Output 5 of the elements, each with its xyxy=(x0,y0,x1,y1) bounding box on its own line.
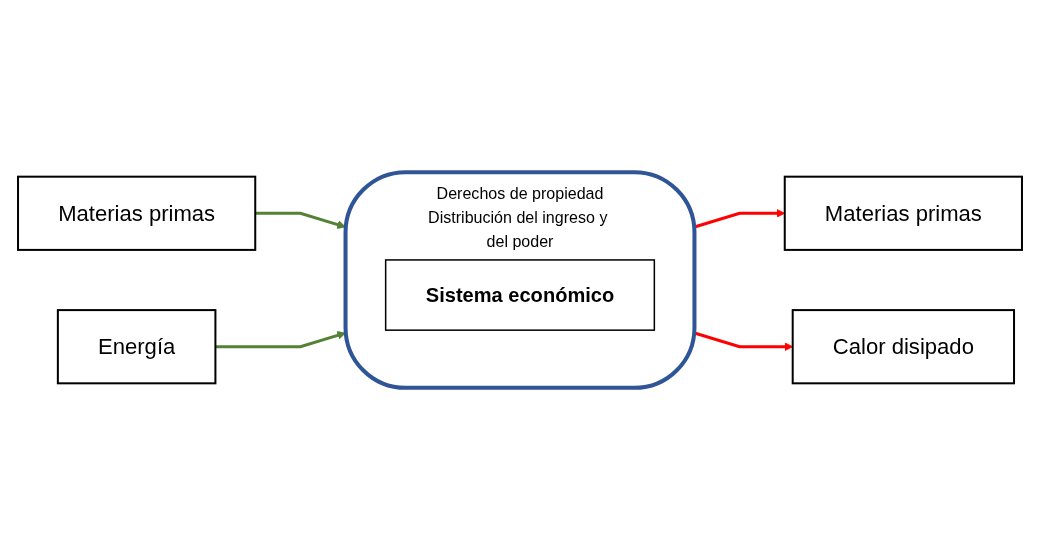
node-box: Calor disipado xyxy=(791,309,1016,385)
node-box: Energía xyxy=(56,309,217,385)
node-box: Materias primas xyxy=(783,175,1023,251)
node-box: Materias primas xyxy=(17,175,257,251)
node-box: Sistema económico xyxy=(384,259,656,331)
